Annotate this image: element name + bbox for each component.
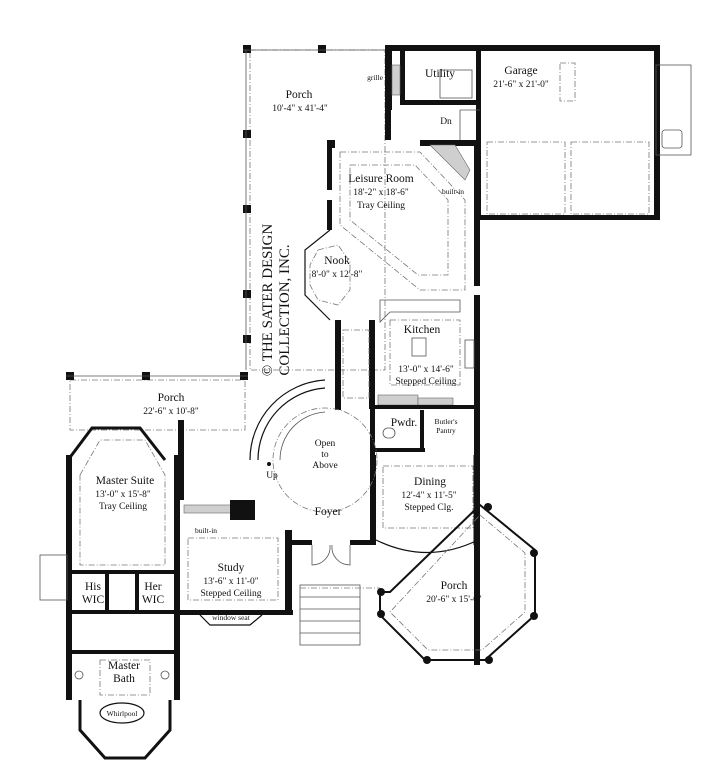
l-label: L [233,511,239,521]
nook-label: Nook [324,255,350,267]
porch-top-area [243,45,386,371]
porch-right-label: Porch [441,580,468,592]
her-wic-line2: WIC [142,594,165,606]
master-bath-area [68,615,180,760]
porch-left-area [66,372,248,431]
garage-area [385,45,692,220]
dining-size: 12'-4" x 11'-5" [401,491,456,501]
porch-top-label: Porch [286,89,313,101]
leisure-room-label: Leisure Room [348,173,414,185]
pwdr-label: Pwdr. [391,417,418,429]
nook-size: 8'-0" x 12'-8" [312,270,363,280]
dining-ceiling: Stepped Clg. [404,503,453,513]
his-wic-line1: His [85,581,102,593]
front-steps [299,584,380,646]
leisure-room-area [304,140,480,321]
window-seat-label: window seat [212,613,251,622]
built-in-label: built-in [442,187,464,196]
master-bath-line2: Bath [113,673,135,685]
butlers-line1: Butler's [434,417,457,426]
grille-label: grille [367,73,383,82]
pwdr-pantry-area [369,405,480,455]
kitchen-area [335,295,480,665]
kitchen-size: 13'-0" x 14'-6" [398,365,454,375]
dining-label: Dining [414,476,446,488]
kitchen-label: Kitchen [404,324,441,336]
leisure-room-size: 18'-2" x 18'-6" [353,188,409,198]
up-label: Up [266,471,278,481]
copyright-watermark: © THE SATER DESIGN COLLECTION, INC. [260,224,293,377]
study-size: 13'-6" x 11'-0" [203,577,258,587]
utility-label: Utility [425,68,455,80]
porch-top-size: 10'-4" x 41'-4" [272,104,328,114]
dn-label: Dn [440,117,452,127]
copyright-line2: COLLECTION, INC. [277,244,293,375]
open-above-line1: Open [315,439,336,449]
study-area [178,420,293,626]
his-wic-line2: WIC [82,594,105,606]
dining-area [370,455,479,553]
master-suite-size: 13'-0" x 15'-8" [95,490,151,500]
copyright-line1: © THE SATER DESIGN [260,224,276,377]
garage-label: Garage [504,65,537,77]
porch-right-area [377,503,538,664]
her-wic-line1: Her [144,581,161,593]
study-label: Study [218,562,245,574]
foyer-label: Foyer [315,506,342,518]
stair-area [249,379,378,513]
study-built-in-label: built-in [195,526,217,535]
garage-size: 21'-6" x 21'-0" [493,80,549,90]
open-above-line3: Above [312,461,337,471]
foyer-area [292,540,372,566]
study-ceiling: Stepped Ceiling [201,589,262,599]
utility-area [385,45,480,146]
open-above-line2: to [321,450,329,460]
butlers-line2: Pantry [436,426,456,435]
master-suite-area [39,426,180,700]
leisure-room-ceiling: Tray Ceiling [357,201,405,211]
porch-right-size: 20'-6" x 15'-6" [426,595,482,605]
whirlpool-label: Whirlpool [107,709,138,718]
master-suite-label: Master Suite [96,475,154,487]
kitchen-ceiling: Stepped Ceiling [396,377,457,387]
porch-left-label: Porch [158,392,185,404]
porch-left-size: 22'-6" x 10'-8" [143,407,199,417]
master-suite-ceiling: Tray Ceiling [99,502,147,512]
master-bath-line1: Master [108,660,140,672]
